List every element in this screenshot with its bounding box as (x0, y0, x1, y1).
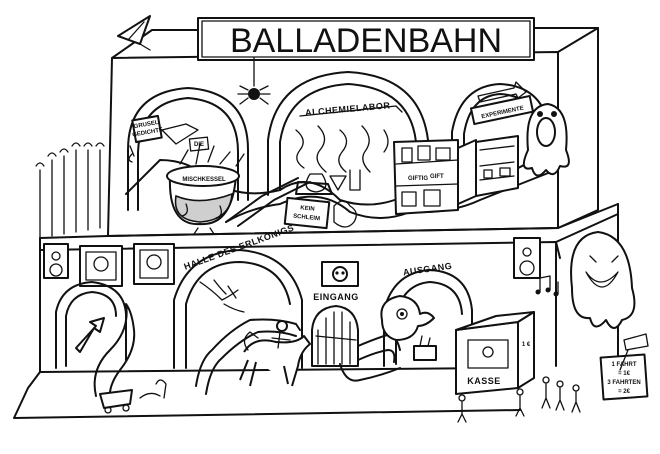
kein-schleim-sign: KEIN SCHLEIM (283, 196, 357, 230)
svg-text:DIE: DIE (194, 142, 204, 148)
svg-text:GIFTIG: GIFTIG (408, 176, 428, 182)
svg-text:MISCHKESSEL: MISCHKESSEL (182, 177, 226, 183)
ghost-hand (199, 279, 245, 313)
potion-shelf: GIFTIG GIFT (393, 135, 519, 215)
arrow-icon (75, 317, 105, 353)
exit-cart (413, 335, 437, 361)
svg-text:1 FAHRT: 1 FAHRT (611, 362, 636, 368)
portraits (79, 243, 175, 287)
horse-rider (239, 320, 311, 387)
origami-crane-icon (117, 15, 151, 51)
music-note-icon (535, 275, 559, 297)
kasse-label: KASSE (467, 376, 501, 386)
svg-text:GRUSEL: GRUSEL (133, 120, 159, 130)
svg-text:SCHLEIM: SCHLEIM (293, 214, 320, 223)
mischkessel: MISCHKESSEL DIE (166, 136, 245, 235)
candelabra (35, 142, 105, 239)
svg-text:GIFT: GIFT (430, 174, 444, 180)
lower-cart (99, 379, 167, 414)
title-text: BALLADENBAHN (230, 22, 502, 60)
people-queue (457, 376, 581, 423)
eingang-door: EINGANG (311, 292, 359, 367)
alchemielabor: ALCHEMIELABOR (295, 100, 403, 195)
ghost-icon (522, 103, 570, 177)
lower-track (93, 303, 401, 401)
experimente-sign: EXPERIMENTE (469, 81, 535, 126)
kasse-booth: KASSE 1 € (455, 311, 535, 395)
svg-text:KEIN: KEIN (300, 205, 315, 212)
ausgang-label: AUSGANG (402, 261, 452, 278)
pointer-sign (619, 333, 649, 371)
eingang-label: EINGANG (313, 292, 359, 302)
speaker-icon (43, 237, 541, 279)
spider-icon (237, 57, 271, 105)
price-sign: 1 FAHRT = 1€ 3 FAHRTEN = 2€ (599, 353, 649, 401)
exit-monster (380, 295, 435, 341)
svg-text:3 FAHRTEN: 3 FAHRTEN (607, 380, 640, 386)
title-sign: BALLADENBAHN (197, 17, 535, 61)
svg-text:= 2€: = 2€ (618, 389, 631, 395)
skull-icon (321, 261, 359, 287)
ghost-icon (570, 231, 636, 329)
svg-text:ALCHEMIELABOR: ALCHEMIELABOR (305, 100, 391, 117)
svg-text:= 1€: = 1€ (618, 371, 631, 377)
gruselgedichte-sign: GRUSEL GEDICHTE (128, 114, 199, 163)
svg-text:1 €: 1 € (522, 342, 531, 348)
svg-text:GEDICHTE: GEDICHTE (132, 127, 164, 138)
